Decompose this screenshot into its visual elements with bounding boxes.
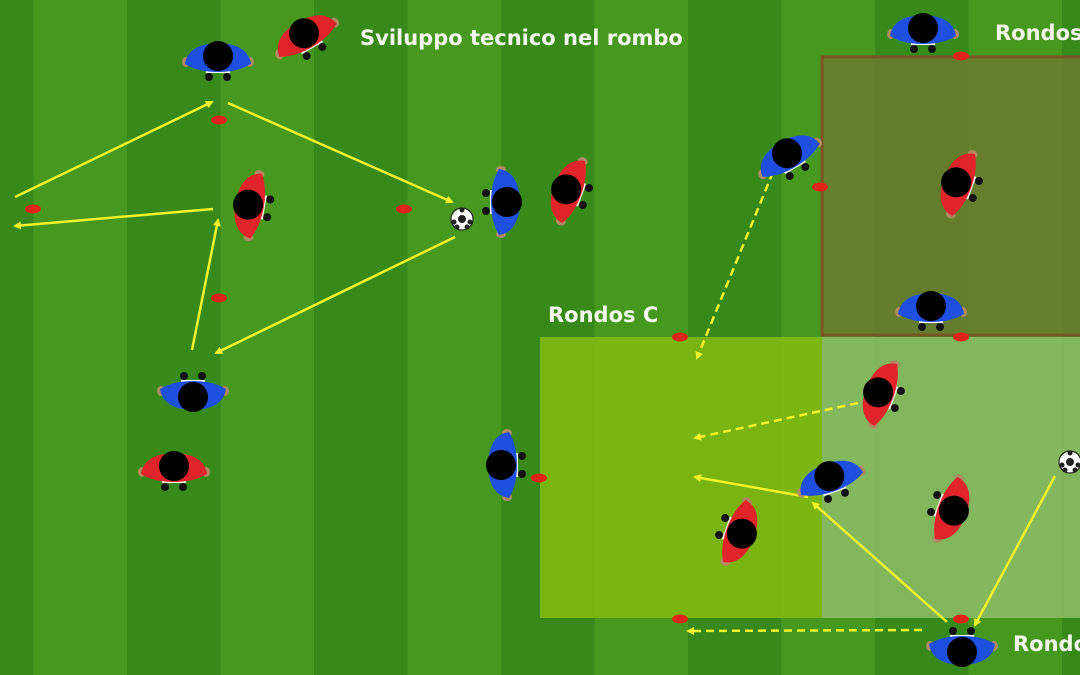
cone-icon [396, 204, 412, 214]
ball-icon [450, 207, 474, 231]
cone-icon [953, 51, 969, 61]
pass-arrow [973, 475, 1057, 627]
player-blue-icon [926, 627, 998, 667]
cone-icon [953, 614, 969, 624]
player-red-icon [862, 360, 905, 429]
run-arrow [686, 626, 923, 635]
run-arrow [695, 171, 775, 360]
pass-arrow [190, 218, 221, 351]
balls [450, 207, 1080, 474]
player-blue-icon [895, 291, 967, 331]
cones [25, 51, 969, 624]
player-red-icon [233, 170, 275, 242]
pass-arrow [214, 235, 456, 355]
player-red-icon [940, 150, 983, 219]
zone-bottom-right-label: Rondo [1013, 632, 1080, 656]
cone-icon [211, 293, 227, 303]
cone-icon [953, 332, 969, 342]
player-blue-icon [486, 429, 526, 501]
stripe [314, 0, 408, 675]
cone-icon [812, 182, 828, 192]
drill-title: Sviluppo tecnico nel rombo [360, 26, 683, 50]
run-arrow [693, 401, 859, 441]
stripe [407, 0, 502, 675]
player-blue-icon [797, 460, 866, 503]
cone-icon [672, 614, 688, 624]
pass-arrow [811, 501, 948, 623]
player-red-icon [550, 157, 593, 226]
pass-arrow [13, 207, 214, 230]
stripe [0, 0, 34, 675]
zone-top-right-label: Rondos [995, 21, 1080, 45]
player-red-icon [275, 15, 339, 60]
stripe [33, 0, 128, 675]
zone-right-overlap [822, 337, 1080, 618]
cone-icon [25, 204, 41, 214]
pass-arrow [14, 100, 214, 199]
player-blue-icon [482, 166, 522, 238]
stripe [220, 0, 315, 675]
player-red-icon [927, 474, 970, 543]
stripe [127, 0, 221, 675]
player-red-icon [138, 451, 210, 491]
pass-arrow [693, 474, 809, 499]
ball-icon [1058, 450, 1080, 474]
pass-arrow [227, 101, 454, 204]
pass-arrows [13, 100, 1057, 635]
player-blue-icon [157, 372, 229, 412]
player-blue-icon [182, 41, 254, 81]
players [138, 13, 998, 667]
player-blue-icon [758, 135, 822, 180]
player-blue-icon [887, 13, 959, 53]
zone-c-label: Rondos C [548, 303, 658, 327]
cone-icon [211, 115, 227, 125]
cone-icon [531, 473, 547, 483]
zone-rondos-c [540, 337, 822, 618]
cone-icon [672, 332, 688, 342]
player-red-icon [715, 497, 758, 566]
